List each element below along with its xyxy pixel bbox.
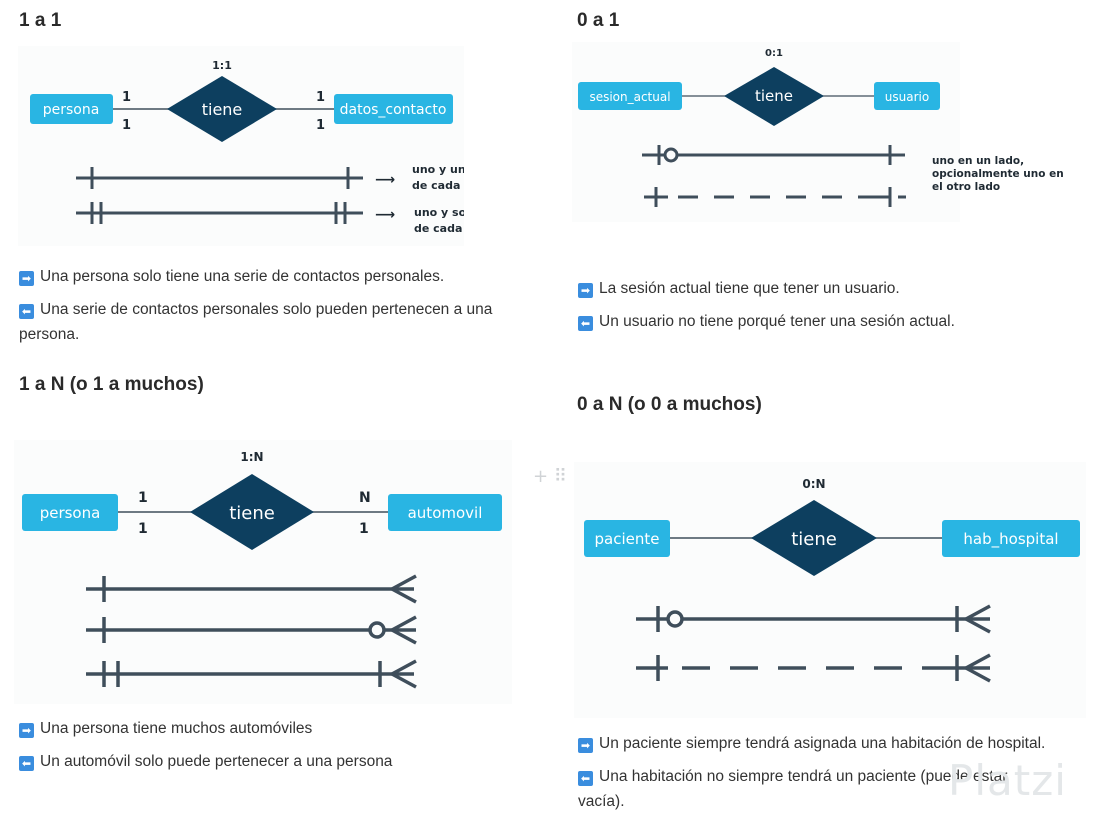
- entity-usuario-label: usuario: [885, 90, 929, 104]
- relation-diamond: [751, 500, 877, 576]
- diagram-1a1: 1:1 persona tiene datos_contacto 1 1 1 1…: [18, 46, 464, 246]
- relation-diamond: [167, 76, 277, 142]
- entity-automovil: [388, 494, 502, 531]
- right-arrow-icon: ➡: [19, 271, 34, 286]
- relation-label: tiene: [202, 100, 243, 119]
- notation-one-to-zero-many: [636, 604, 991, 634]
- notation-one-and-only-one: [76, 202, 363, 224]
- left-arrow-icon: ⬅: [19, 756, 34, 771]
- description-left: ⬅Un usuario no tiene porqué tener una se…: [578, 309, 1088, 334]
- cardinality: 1: [122, 118, 131, 133]
- section-title-0aN: 0 a N (o 0 a muchos): [577, 394, 762, 415]
- left-arrow-icon: ⬅: [578, 316, 593, 331]
- notation-one-to-one: [76, 167, 363, 189]
- entity-persona: [30, 94, 113, 124]
- description-left: ⬅Un automóvil solo puede pertenecer a un…: [19, 749, 509, 774]
- entity-paciente-label: paciente: [595, 530, 660, 548]
- diagram-0a1: 0:1 sesion_actual tiene usuario: [572, 42, 960, 222]
- section-title-1a1: 1 a 1: [19, 10, 62, 31]
- drag-icon[interactable]: ⠿: [553, 466, 568, 487]
- entity-sesion-actual: [578, 82, 682, 110]
- arrow-glyph: ⟶: [375, 172, 395, 188]
- notation-one-optional-one: [642, 145, 905, 165]
- relation-diamond: [724, 67, 824, 126]
- cardinality: 1: [138, 490, 148, 506]
- entity-persona: [22, 494, 118, 531]
- arrow-glyph: ⟶: [375, 207, 395, 223]
- cardinality: 1: [316, 90, 325, 105]
- ratio-label: 1:1: [212, 59, 232, 72]
- notation-one-only-to-one-many: [86, 659, 417, 689]
- relation-diamond: [190, 474, 314, 550]
- entity-datos-contacto: [334, 94, 453, 124]
- entity-hab-hospital: [942, 520, 1080, 557]
- entity-hab-hospital-label: hab_hospital: [963, 530, 1058, 549]
- description-right: ➡Una persona tiene muchos automóviles: [19, 716, 509, 741]
- description-right: ➡Una persona solo tiene una serie de con…: [19, 264, 509, 289]
- relation-label: tiene: [791, 529, 837, 550]
- add-icon[interactable]: +: [533, 466, 549, 487]
- right-arrow-icon: ➡: [19, 723, 34, 738]
- ratio-label: 0:1: [765, 48, 783, 59]
- relation-label: tiene: [755, 87, 793, 105]
- watermark-logo: Platzi: [948, 756, 1067, 805]
- entity-datos-contacto-label: datos_contacto: [340, 102, 447, 118]
- entity-persona-label: persona: [43, 102, 100, 118]
- cardinality: N: [359, 490, 371, 506]
- cardinality: 1: [359, 521, 369, 537]
- description-right: ➡La sesión actual tiene que tener un usu…: [578, 276, 1088, 301]
- right-arrow-icon: ➡: [578, 738, 593, 753]
- section-title-0a1: 0 a 1: [577, 10, 620, 31]
- diagram-0aN: 0:N paciente tiene hab_hospital: [574, 462, 1086, 718]
- cardinality: 1: [138, 521, 148, 537]
- entity-automovil-label: automovil: [408, 504, 483, 522]
- diagram-1aN: 1:N persona tiene automovil 1 1 N 1: [14, 440, 512, 704]
- legend-label: uno y solo uno: [414, 206, 464, 219]
- left-arrow-icon: ⬅: [19, 304, 34, 319]
- left-arrow-icon: ⬅: [578, 771, 593, 786]
- section-title-1aN: 1 a N (o 1 a muchos): [19, 374, 204, 395]
- entity-persona-label: persona: [40, 504, 101, 522]
- entity-usuario: [874, 82, 940, 110]
- cardinality: 1: [316, 118, 325, 133]
- notation-one-to-zero-many: [86, 615, 417, 645]
- relation-label: tiene: [229, 503, 275, 524]
- notation-dashed: [644, 187, 906, 207]
- right-arrow-icon: ➡: [578, 283, 593, 298]
- description-left: ⬅Una habitación no siempre tendrá un pac…: [578, 768, 1008, 810]
- legend-label: uno y uno: [412, 163, 464, 176]
- notation-note: uno en un lado, opcionalmente uno en el …: [932, 155, 1064, 193]
- entity-sesion-actual-label: sesion_actual: [589, 90, 670, 104]
- description-left: ⬅Una serie de contactos personales solo …: [19, 301, 493, 343]
- description-right: ➡Un paciente siempre tendrá asignada una…: [578, 731, 1088, 756]
- ratio-label: 1:N: [240, 450, 263, 464]
- entity-paciente: [584, 520, 670, 557]
- cardinality: 1: [122, 90, 131, 105]
- block-handle[interactable]: + ⠿: [533, 466, 567, 487]
- ratio-label: 0:N: [802, 477, 825, 491]
- notation-dashed-many: [636, 653, 991, 683]
- legend-label: de cada lado: [412, 179, 464, 192]
- legend-label: de cada lado: [414, 222, 464, 235]
- notation-one-to-many: [86, 574, 417, 604]
